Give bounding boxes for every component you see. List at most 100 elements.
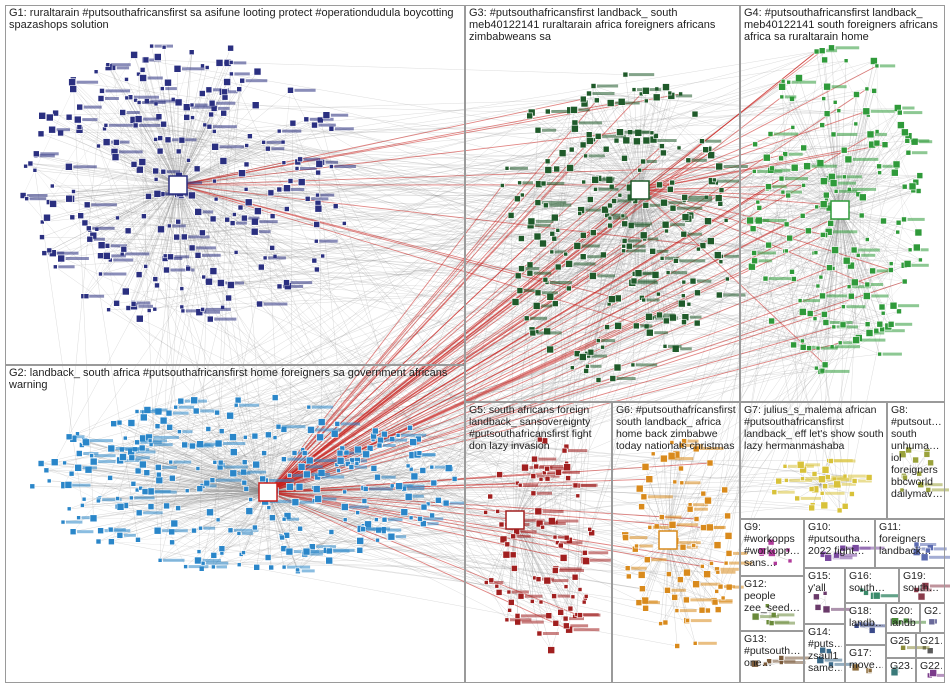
node-g3[interactable] bbox=[622, 136, 631, 145]
node-g1[interactable] bbox=[173, 65, 182, 73]
node-g1[interactable] bbox=[161, 44, 167, 50]
node-g2[interactable] bbox=[371, 427, 379, 435]
node-g2[interactable] bbox=[416, 450, 423, 457]
node-g2[interactable] bbox=[444, 464, 453, 472]
node-g2[interactable] bbox=[334, 462, 340, 468]
node-g2[interactable] bbox=[66, 506, 72, 512]
node-g3[interactable] bbox=[669, 179, 676, 186]
node-g3[interactable] bbox=[499, 183, 505, 188]
node-g2[interactable] bbox=[269, 514, 276, 522]
node-g2[interactable] bbox=[155, 464, 162, 471]
node-g2[interactable] bbox=[134, 409, 140, 414]
node-g2[interactable] bbox=[360, 526, 367, 533]
node-g1[interactable] bbox=[132, 122, 139, 129]
node-g2[interactable] bbox=[119, 453, 127, 461]
node-g1[interactable] bbox=[314, 266, 320, 273]
node-g2[interactable] bbox=[381, 516, 388, 523]
node-g2[interactable] bbox=[251, 432, 259, 440]
node-g2[interactable] bbox=[404, 493, 413, 501]
node-g3[interactable] bbox=[518, 235, 525, 242]
node-g1[interactable] bbox=[133, 97, 138, 103]
node-g2[interactable] bbox=[295, 567, 300, 573]
node-g2[interactable] bbox=[245, 507, 254, 515]
node-g3[interactable] bbox=[613, 137, 620, 144]
node-g1[interactable] bbox=[244, 143, 249, 148]
node-g1[interactable] bbox=[136, 165, 144, 174]
node-g2[interactable] bbox=[409, 438, 418, 446]
node-g1[interactable] bbox=[164, 136, 172, 144]
node-g1[interactable] bbox=[97, 95, 105, 102]
node-g2[interactable] bbox=[46, 478, 52, 484]
node-g3[interactable] bbox=[621, 238, 628, 244]
node-g3[interactable] bbox=[649, 248, 657, 255]
node-g3[interactable] bbox=[713, 251, 722, 259]
node-g2[interactable] bbox=[89, 457, 98, 466]
node-g1[interactable] bbox=[253, 67, 262, 76]
node-g1[interactable] bbox=[220, 109, 227, 117]
node-g3[interactable] bbox=[699, 242, 707, 249]
node-g3[interactable] bbox=[570, 106, 578, 114]
node-g3[interactable] bbox=[546, 345, 554, 354]
node-g1[interactable] bbox=[46, 247, 53, 254]
node-g3[interactable] bbox=[577, 211, 583, 216]
node-g1[interactable] bbox=[153, 190, 162, 198]
node-g1[interactable] bbox=[24, 196, 30, 201]
node-g3[interactable] bbox=[555, 228, 561, 233]
node-g1[interactable] bbox=[297, 178, 306, 186]
node-g2[interactable] bbox=[153, 526, 162, 535]
node-g2[interactable] bbox=[196, 549, 202, 554]
node-g1[interactable] bbox=[229, 71, 234, 77]
node-g1[interactable] bbox=[160, 120, 167, 128]
node-g1[interactable] bbox=[208, 111, 214, 118]
node-g3[interactable] bbox=[519, 192, 525, 198]
node-g1[interactable] bbox=[74, 115, 82, 124]
node-g1[interactable] bbox=[261, 140, 266, 145]
node-g2[interactable] bbox=[108, 538, 115, 546]
node-g2[interactable] bbox=[303, 470, 311, 479]
node-g1[interactable] bbox=[152, 167, 159, 175]
node-g1[interactable] bbox=[200, 307, 205, 312]
node-g2[interactable] bbox=[196, 440, 204, 449]
node-g1[interactable] bbox=[65, 113, 73, 121]
node-g3[interactable] bbox=[622, 71, 629, 78]
node-g2[interactable] bbox=[95, 538, 102, 545]
node-g1[interactable] bbox=[204, 65, 210, 70]
node-g3[interactable] bbox=[617, 192, 623, 198]
node-g2[interactable] bbox=[314, 495, 323, 503]
node-g2[interactable] bbox=[196, 485, 204, 493]
node-g2[interactable] bbox=[163, 502, 170, 510]
node-g2[interactable] bbox=[362, 486, 369, 492]
node-g3[interactable] bbox=[595, 377, 602, 383]
node-g2[interactable] bbox=[230, 448, 238, 456]
node-g1[interactable] bbox=[153, 137, 158, 142]
node-g1[interactable] bbox=[146, 308, 152, 313]
node-g1[interactable] bbox=[267, 189, 275, 197]
node-g3[interactable] bbox=[680, 293, 686, 299]
node-g1[interactable] bbox=[227, 281, 235, 289]
node-g3[interactable] bbox=[681, 279, 687, 285]
node-g1[interactable] bbox=[173, 233, 180, 241]
node-g1[interactable] bbox=[243, 187, 249, 192]
node-g3[interactable] bbox=[621, 248, 626, 254]
node-g1[interactable] bbox=[283, 184, 291, 192]
node-g1[interactable] bbox=[294, 166, 300, 171]
node-g1[interactable] bbox=[57, 254, 66, 263]
node-g1[interactable] bbox=[130, 51, 138, 59]
node-g1[interactable] bbox=[124, 77, 129, 82]
node-g2[interactable] bbox=[181, 441, 188, 449]
node-g3[interactable] bbox=[518, 265, 525, 272]
node-g2[interactable] bbox=[408, 466, 414, 472]
node-g3[interactable] bbox=[540, 180, 547, 187]
node-g3[interactable] bbox=[581, 179, 587, 185]
node-g1[interactable] bbox=[254, 207, 262, 215]
node-g3[interactable] bbox=[534, 199, 542, 206]
node-g1[interactable] bbox=[189, 102, 195, 108]
node-g1[interactable] bbox=[39, 234, 45, 240]
node-g1[interactable] bbox=[143, 264, 148, 269]
node-g2[interactable] bbox=[74, 463, 82, 472]
node-g2[interactable] bbox=[334, 421, 341, 427]
node-g1[interactable] bbox=[265, 145, 271, 152]
node-g1[interactable] bbox=[39, 219, 45, 225]
node-g3[interactable] bbox=[589, 229, 597, 236]
node-g3[interactable] bbox=[677, 299, 686, 308]
